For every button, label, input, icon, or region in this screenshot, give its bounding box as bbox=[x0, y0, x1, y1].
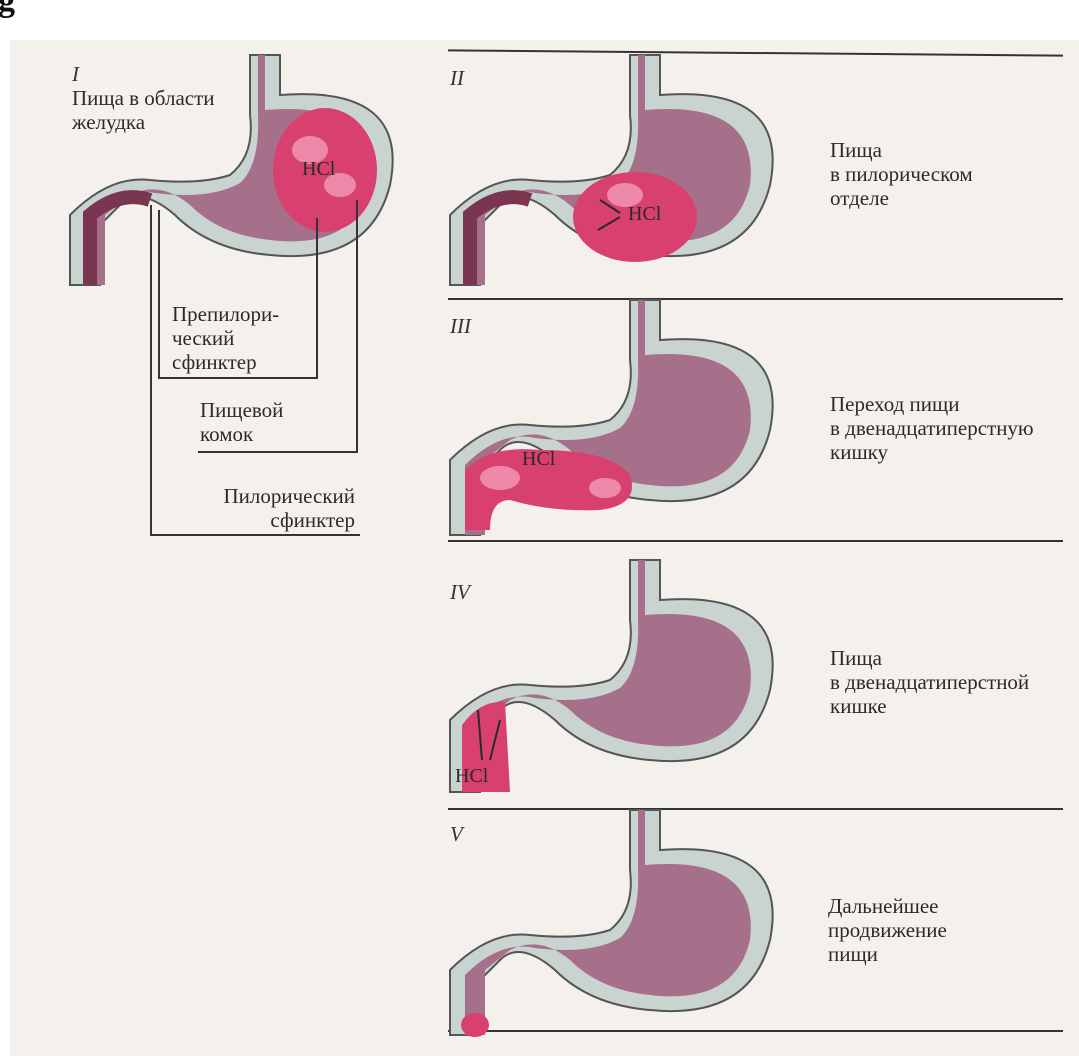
panel-separator bbox=[448, 540, 1063, 542]
hcl-label: HCl bbox=[302, 158, 336, 180]
callout-line bbox=[316, 218, 318, 378]
callout-line bbox=[158, 210, 160, 378]
stage-1-numeral: I bbox=[72, 62, 79, 87]
page-heading: g bbox=[0, 0, 15, 20]
callout-line bbox=[198, 451, 358, 453]
stomach-illustration: HCl bbox=[460, 55, 800, 290]
stomach-illustration: HCl bbox=[460, 300, 800, 540]
hcl-label: HCl bbox=[522, 448, 556, 470]
callout-line bbox=[150, 534, 360, 536]
stomach-illustration bbox=[460, 810, 800, 1042]
stomach-illustration: HCl bbox=[80, 55, 420, 295]
hcl-label: HCl bbox=[455, 765, 489, 787]
callout-line bbox=[150, 205, 152, 535]
callout-line bbox=[158, 377, 318, 379]
callout-line bbox=[356, 200, 358, 452]
stomach-illustration: HCl bbox=[460, 560, 800, 800]
hcl-label: HCl bbox=[628, 203, 662, 225]
